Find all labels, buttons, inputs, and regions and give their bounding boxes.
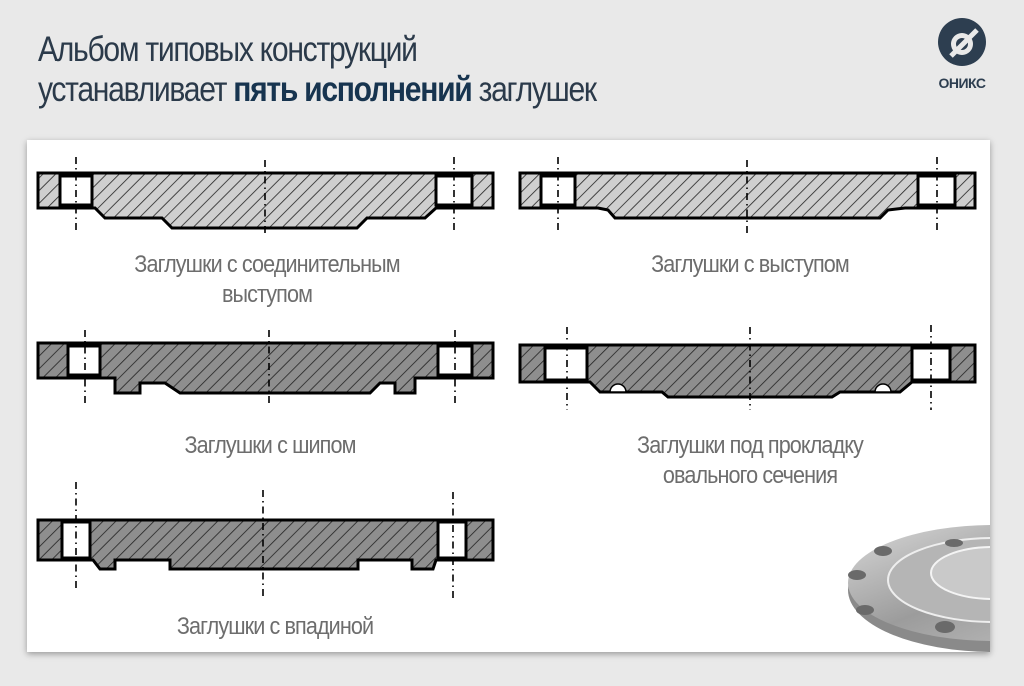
flange-photo	[848, 525, 990, 652]
onyx-logo: ОНИКС	[932, 16, 992, 91]
diagram-groove	[36, 518, 495, 571]
axis-lines	[75, 157, 938, 600]
diagram-tongue	[36, 341, 495, 395]
title-line-1: Альбом типовых конструкций	[38, 30, 418, 69]
page-title: Альбом типовых конструкций устанавливает…	[38, 30, 598, 110]
title-text: заглушек	[471, 70, 598, 109]
title-bold: пять исполнений	[233, 70, 473, 109]
caption-tongue: Заглушки с шипом	[184, 432, 356, 459]
caption-groove: Заглушки с впадиной	[176, 613, 374, 640]
title-text: устанавливает	[38, 70, 234, 109]
title-line-2: устанавливает пять исполнений заглушек	[38, 70, 598, 110]
diagram-oval-gasket	[518, 343, 977, 399]
diagram-raised-face	[36, 171, 495, 230]
logo-icon	[938, 18, 986, 66]
logo-text: ОНИКС	[938, 75, 986, 91]
caption-raised-face: Заглушки с соединительным выступом	[134, 251, 400, 308]
caption-oval-gasket: Заглушки под прокладку овального сечения	[637, 432, 864, 489]
caption-with-projection: Заглушки с выступом	[651, 251, 850, 278]
